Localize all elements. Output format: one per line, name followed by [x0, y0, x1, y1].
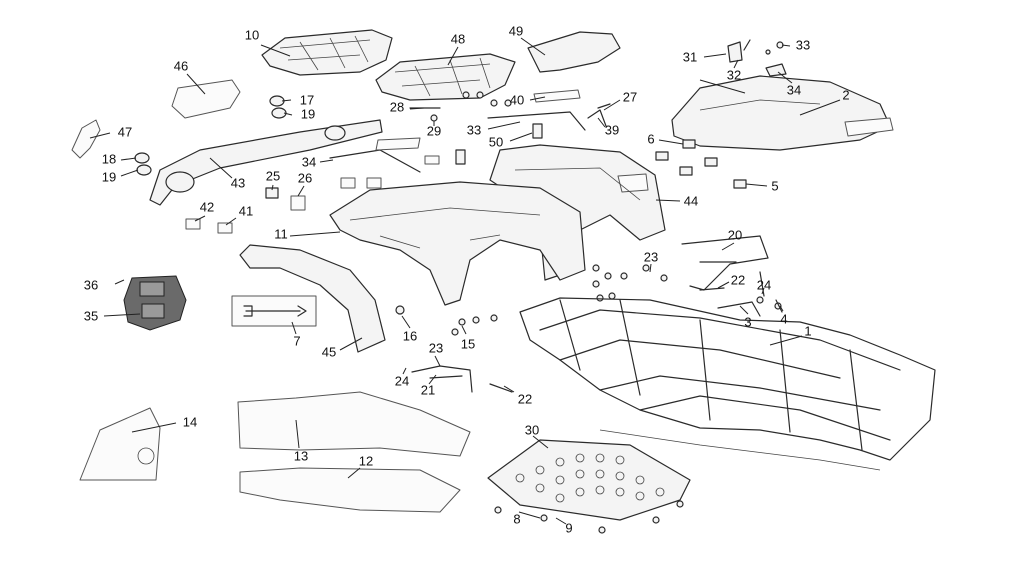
callout-44: 44	[684, 193, 698, 208]
part-clip	[455, 149, 466, 165]
part-clip-50	[532, 123, 543, 139]
callout-labels: 10 48 49 46 47 17 19 18 19 43 34 28 29 3…	[84, 23, 850, 535]
part-panel-14	[79, 407, 161, 481]
callout-49: 49	[509, 23, 523, 38]
callout-10: 10	[245, 27, 259, 42]
callout-30: 30	[525, 422, 539, 437]
callout-46: 46	[174, 58, 188, 73]
callout-14: 14	[183, 414, 197, 429]
part-front-bumper-43	[149, 119, 383, 206]
callout-12: 12	[359, 453, 373, 468]
part-seat-2	[671, 75, 894, 151]
part-bracket-27-39	[587, 103, 611, 127]
callout-15: 15	[461, 336, 475, 351]
callout-13: 13	[294, 448, 308, 463]
part-panel-12	[239, 467, 461, 513]
callout-21: 21	[421, 382, 435, 397]
callout-31: 31	[683, 49, 697, 64]
callout-26: 26	[298, 170, 312, 185]
callout-35: 35	[84, 308, 98, 323]
part-rods-3-4-22-24	[699, 271, 783, 317]
part-front-rack	[375, 53, 516, 101]
part-frame-1	[519, 297, 936, 471]
callout-23a: 23	[644, 249, 658, 264]
callout-16: 16	[403, 328, 417, 343]
callout-17: 17	[300, 92, 314, 107]
callout-48: 48	[451, 31, 465, 46]
part-rod-38	[329, 149, 421, 173]
callout-24b: 24	[395, 373, 409, 388]
callout-8: 8	[513, 511, 520, 526]
part-rear-rack	[261, 29, 393, 76]
callout-34: 34	[787, 82, 801, 97]
callout-40: 40	[510, 92, 524, 107]
callout-41: 41	[239, 203, 253, 218]
callout-11: 11	[274, 226, 288, 241]
part-bracket-20	[681, 235, 769, 291]
part-side-fender-45	[239, 244, 386, 353]
callout-2: 2	[842, 87, 849, 102]
part-side-panel-46	[171, 79, 241, 119]
part-rod-22b	[489, 383, 513, 393]
part-square-c	[424, 155, 440, 165]
part-small-25-26	[265, 187, 306, 211]
part-hardware-nuts	[395, 91, 782, 336]
part-bushings-17-19	[269, 95, 287, 119]
part-panel-14-hole	[137, 447, 155, 465]
callout-1: 1	[804, 323, 811, 338]
part-square-a	[340, 177, 356, 189]
part-plates-41-42	[185, 218, 233, 234]
part-bushings-18-19	[134, 152, 152, 176]
part-wrench-kit-7	[231, 295, 317, 327]
callout-36: 36	[84, 277, 98, 292]
callout-7: 7	[293, 333, 300, 348]
callout-23b: 23	[429, 340, 443, 355]
part-bracket-47	[71, 119, 101, 159]
part-seat-mounts-5-6	[655, 139, 747, 189]
callout-33: 33	[796, 37, 810, 52]
part-square-b	[366, 177, 382, 189]
callout-20: 20	[728, 227, 742, 242]
callout-19b: 19	[102, 169, 116, 184]
callout-5: 5	[771, 178, 778, 193]
callout-37: 33	[467, 122, 481, 137]
part-cover-49	[527, 31, 621, 73]
part-plate	[375, 137, 421, 151]
callout-3: 3	[744, 314, 751, 329]
part-skid-plate-30	[487, 439, 691, 521]
part-tool-pouch-35	[123, 275, 187, 331]
callout-38: 34	[302, 154, 316, 169]
callout-43: 43	[231, 175, 245, 190]
callout-19a: 19	[301, 106, 315, 121]
callout-50: 50	[489, 134, 503, 149]
part-rod-37	[487, 111, 586, 131]
leader-lines	[89, 37, 841, 525]
callout-27: 27	[623, 89, 637, 104]
callout-45: 45	[322, 344, 336, 359]
callout-39: 39	[605, 122, 619, 137]
callout-28: 28	[390, 99, 404, 114]
callout-42: 42	[200, 199, 214, 214]
callout-22a: 22	[731, 272, 745, 287]
part-plate-40	[533, 89, 581, 103]
callout-22b: 22	[518, 391, 532, 406]
callout-25: 25	[266, 168, 280, 183]
callout-32: 32	[727, 67, 741, 82]
part-panel-13	[237, 391, 471, 457]
callout-6: 6	[647, 131, 654, 146]
callout-47: 47	[118, 124, 132, 139]
callout-4: 4	[780, 311, 787, 326]
part-seat-latch-31-34	[727, 39, 787, 77]
callout-29: 29	[427, 123, 441, 138]
callout-24a: 24	[757, 277, 771, 292]
callout-9: 9	[565, 520, 572, 535]
part-bracket-21	[411, 365, 473, 393]
part-bolts-28-29	[409, 107, 441, 122]
part-body-11	[329, 181, 586, 306]
part-screws-8-9	[494, 500, 684, 534]
callout-18: 18	[102, 151, 116, 166]
